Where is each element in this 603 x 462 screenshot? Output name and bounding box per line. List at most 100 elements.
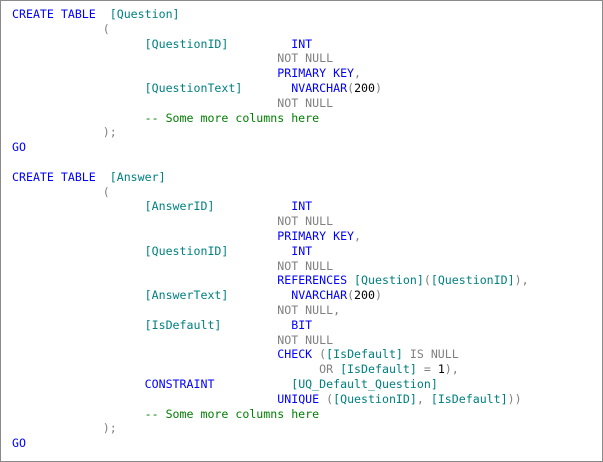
whitespace xyxy=(12,288,145,302)
sql-comment: -- Some more columns here xyxy=(144,110,320,125)
whitespace xyxy=(12,333,277,347)
sql-identifier: [QuestionID] xyxy=(430,273,515,288)
whitespace xyxy=(12,81,145,95)
whitespace xyxy=(12,229,277,243)
code-line: -- Some more columns here xyxy=(12,407,529,422)
code-line: [AnswerText] NVARCHAR(200) xyxy=(12,288,529,303)
sql-operator: NOT NULL xyxy=(277,95,334,110)
code-line: OR [IsDefault] = 1), xyxy=(12,362,529,377)
sql-identifier: [QuestionID] xyxy=(333,391,417,406)
sql-operator: ), xyxy=(514,273,529,288)
sql-operator: ( xyxy=(319,347,327,362)
code-line: GO xyxy=(12,436,529,451)
whitespace xyxy=(12,407,145,421)
sql-keyword: NVARCHAR xyxy=(291,288,348,303)
code-line: ); xyxy=(12,421,529,436)
sql-identifier: [Answer] xyxy=(109,169,166,184)
sql-identifier: [QuestionID] xyxy=(144,36,229,51)
whitespace xyxy=(12,421,103,435)
sql-keyword: NVARCHAR xyxy=(291,80,348,95)
code-line: PRIMARY KEY, xyxy=(12,66,529,81)
whitespace xyxy=(12,362,319,376)
code-line: [QuestionText] NVARCHAR(200) xyxy=(12,81,529,96)
code-line: NOT NULL, xyxy=(12,303,529,318)
sql-identifier: [UQ_Default_Question] xyxy=(291,376,438,391)
whitespace xyxy=(347,273,354,287)
whitespace xyxy=(12,37,145,51)
sql-identifier: [IsDefault] xyxy=(430,391,508,406)
sql-operator: ), xyxy=(444,362,459,377)
whitespace xyxy=(12,377,145,391)
sql-keyword: INT xyxy=(291,36,313,51)
whitespace xyxy=(12,318,145,332)
sql-keyword: PRIMARY KEY xyxy=(277,66,355,81)
sql-number: 200 xyxy=(354,80,376,95)
sql-keyword: REFERENCES xyxy=(277,273,348,288)
sql-operator: ( xyxy=(423,273,431,288)
sql-number: 200 xyxy=(354,288,375,303)
sql-operator: , xyxy=(416,391,424,406)
sql-identifier: [QuestionText] xyxy=(144,80,243,95)
sql-operator: ) xyxy=(375,80,382,95)
whitespace xyxy=(12,347,277,361)
code-line: NOT NULL xyxy=(12,96,529,111)
whitespace xyxy=(431,362,438,376)
whitespace xyxy=(12,214,277,228)
whitespace xyxy=(403,347,410,361)
code-line: ( xyxy=(12,22,529,37)
whitespace xyxy=(228,244,291,258)
code-line: NOT NULL xyxy=(12,333,529,348)
sql-identifier: [AnswerID] xyxy=(144,199,215,214)
sql-operator: NOT NULL xyxy=(277,214,334,229)
code-line: NOT NULL xyxy=(12,259,529,274)
sql-operator: NOT NULL xyxy=(277,332,334,347)
code-line: REFERENCES [Question]([QuestionID]), xyxy=(12,273,529,288)
sql-operator: NOT NULL xyxy=(277,51,334,66)
whitespace xyxy=(417,362,424,376)
code-line: NOT NULL xyxy=(12,214,529,229)
code-line: ( xyxy=(12,185,529,200)
code-line: CREATE TABLE [Question] xyxy=(12,7,529,22)
sql-operator: ); xyxy=(102,125,117,140)
whitespace xyxy=(12,185,103,199)
whitespace xyxy=(12,303,277,317)
code-line: NOT NULL xyxy=(12,51,529,66)
whitespace xyxy=(12,125,103,139)
code-line: [QuestionID] INT xyxy=(12,244,529,259)
sql-identifier: [AnswerText] xyxy=(144,288,229,303)
sql-operator: ( xyxy=(326,391,334,406)
sql-identifier: [IsDefault] xyxy=(326,347,403,362)
code-line: CREATE TABLE [Answer] xyxy=(12,170,529,185)
sql-keyword: UNIQUE xyxy=(277,391,320,406)
whitespace xyxy=(12,259,277,273)
sql-operator: , xyxy=(333,302,341,317)
code-line: PRIMARY KEY, xyxy=(12,229,529,244)
whitespace xyxy=(12,22,103,36)
sql-operator: IS NULL xyxy=(409,347,459,362)
whitespace xyxy=(12,392,277,406)
code-line: [QuestionID] INT xyxy=(12,37,529,52)
sql-operator: OR xyxy=(319,362,334,377)
sql-keyword: INT xyxy=(291,199,313,214)
whitespace xyxy=(214,377,291,391)
whitespace xyxy=(214,199,291,213)
sql-operator: ) xyxy=(507,391,515,406)
whitespace xyxy=(228,288,291,302)
code-line: GO xyxy=(12,140,529,155)
whitespace xyxy=(12,111,145,125)
sql-operator: ( xyxy=(102,184,110,199)
code-line: [AnswerID] INT xyxy=(12,199,529,214)
whitespace xyxy=(228,37,291,51)
sql-keyword: CONSTRAINT xyxy=(144,376,215,391)
sql-identifier: [QuestionID] xyxy=(144,243,229,258)
sql-keyword: GO xyxy=(12,436,26,451)
sql-identifier: [IsDefault] xyxy=(340,362,417,377)
sql-keyword: BIT xyxy=(291,317,313,332)
whitespace xyxy=(221,318,291,332)
sql-identifier: [Question] xyxy=(354,273,424,288)
code-line: ); xyxy=(12,125,529,140)
whitespace xyxy=(12,199,145,213)
sql-operator: ( xyxy=(102,21,110,36)
sql-operator: ) xyxy=(375,288,382,303)
